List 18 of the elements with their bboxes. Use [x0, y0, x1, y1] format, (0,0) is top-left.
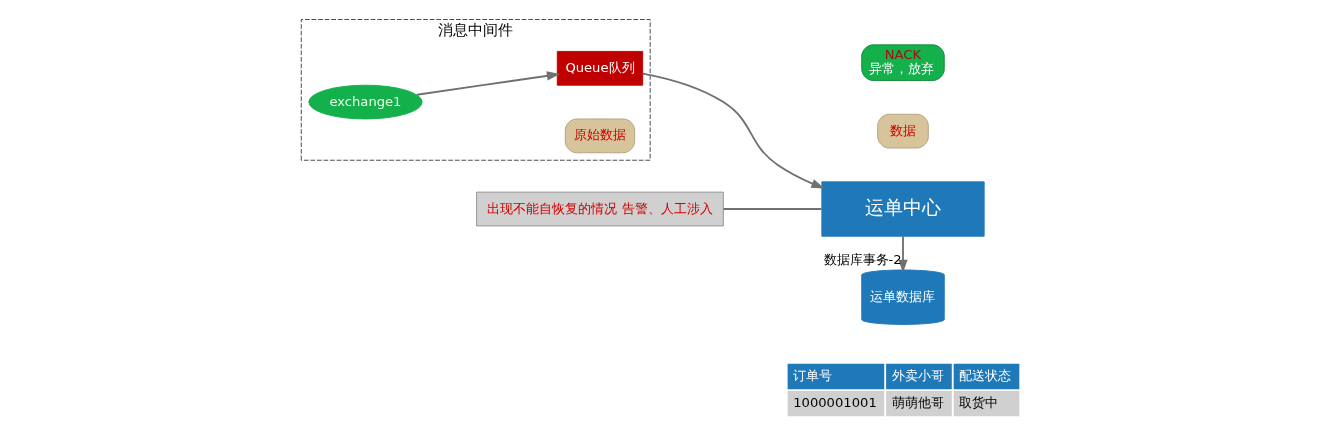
connector: [721, 208, 822, 210]
node-box: 数据: [876, 113, 929, 149]
label: 萌萌他哥: [891, 395, 944, 411]
label: 订单号: [792, 367, 832, 383]
label: 1000001001: [792, 395, 877, 411]
label: 取货中: [958, 395, 998, 411]
node-box: 运单中心: [820, 181, 985, 237]
node-box: NACK 异常，放弃: [860, 44, 945, 81]
label: 配送状态: [958, 367, 1011, 383]
node-box: 出现不能自恢复的情况 告警、人工涉入: [475, 191, 724, 227]
node-box: Queue队列: [556, 50, 643, 86]
node-box: 原始数据: [564, 118, 635, 154]
arrow: [641, 72, 824, 189]
arrow: [415, 71, 560, 96]
node-ellipse: exchange1: [307, 84, 423, 120]
edge-label: 数据库事务-2: [823, 251, 902, 267]
arrow: [897, 235, 908, 273]
label: 外卖小哥: [891, 367, 944, 383]
